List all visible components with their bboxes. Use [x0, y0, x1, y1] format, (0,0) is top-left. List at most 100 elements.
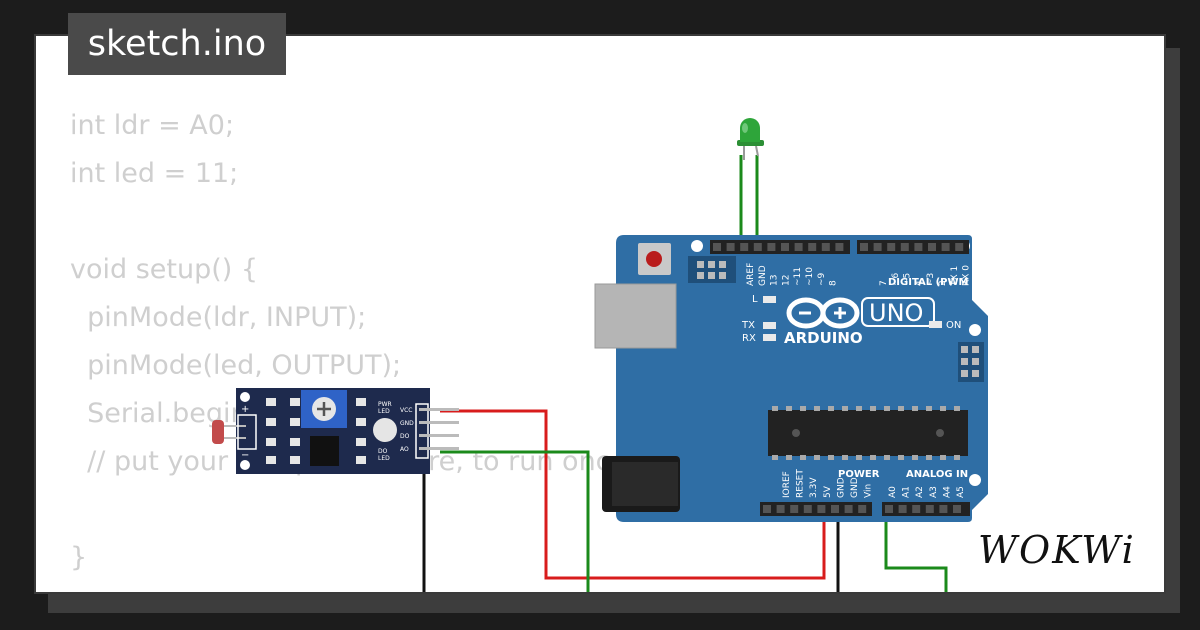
pin-label: RESET — [796, 469, 806, 498]
pin-label: 2 — [938, 280, 948, 286]
code-line: void setup() { — [70, 254, 259, 285]
header-pin — [900, 243, 909, 251]
header-pin — [928, 243, 936, 251]
pin-label: ~9 — [817, 272, 827, 286]
rx-led — [763, 334, 776, 341]
do-led-label-1: DO — [378, 448, 388, 455]
minus-label: − — [241, 450, 249, 461]
l-label: L — [752, 294, 758, 305]
icsp-pin — [697, 261, 704, 268]
header-pin — [941, 243, 950, 251]
code-line: } — [70, 542, 88, 573]
sensor-pin — [419, 421, 459, 424]
tx-led — [763, 322, 776, 329]
header-pin — [914, 243, 923, 251]
header-pin — [831, 505, 839, 513]
sensor-pin-label: VCC — [400, 407, 412, 414]
pwr-led-label-1: PWR — [378, 401, 392, 408]
smd-component — [290, 438, 300, 446]
sensor-pin-label: DO — [400, 433, 410, 440]
arduino-brand: ARDUINO — [784, 329, 863, 347]
pin-label: 5V — [823, 485, 833, 498]
smd-component — [356, 438, 366, 446]
uno-badge — [861, 297, 935, 327]
rx-label: RX — [742, 333, 756, 344]
smd-component — [356, 456, 366, 464]
wire-vcc-5v[interactable] — [440, 409, 826, 580]
arduino-infinity-logo — [786, 297, 860, 329]
power-label: POWER — [838, 469, 880, 480]
header-pin — [713, 243, 721, 251]
icsp-header-right — [958, 342, 984, 382]
smd-component — [266, 438, 276, 446]
code-line: int ldr = A0; — [70, 110, 235, 141]
sensor-led — [373, 418, 397, 442]
icsp-pin — [719, 261, 726, 268]
icsp-header-top — [688, 256, 736, 283]
pin-label: AREF — [746, 263, 756, 286]
potentiometer[interactable] — [301, 390, 347, 428]
pin-label: 4 — [914, 280, 924, 286]
header-pin — [808, 243, 817, 251]
mount-hole — [240, 392, 250, 402]
smd-component — [266, 418, 276, 426]
uno-label: UNO — [869, 299, 923, 327]
header-pin — [925, 505, 934, 513]
pin-label: A2 — [915, 486, 925, 498]
pin-label: ~6 — [891, 272, 901, 286]
icsp-pin — [972, 358, 979, 365]
smd-component — [266, 456, 276, 464]
sketch-title: sketch.ino — [68, 13, 286, 75]
sensor-pin — [419, 447, 459, 450]
header-pin — [844, 505, 853, 513]
pin-label: A5 — [956, 486, 966, 498]
sensor-pin — [419, 434, 459, 437]
pin-label: ~11 — [793, 267, 803, 286]
header-pin — [726, 243, 735, 251]
pin-label: 13 — [770, 275, 780, 286]
on-label: ON — [946, 320, 961, 331]
sensor-pin — [419, 408, 459, 411]
code-line: pinMode(led, OUTPUT); — [70, 350, 402, 381]
icsp-pin — [972, 346, 979, 353]
wire-ao-a0[interactable] — [440, 450, 590, 600]
pin-label: GND — [850, 477, 860, 498]
icsp-pin — [708, 261, 715, 268]
smd-component — [290, 398, 300, 406]
pin-label: TX 1 — [950, 266, 960, 287]
mount-hole — [969, 324, 981, 336]
photoresistor — [212, 420, 246, 444]
do-led-label-2: LED — [378, 455, 390, 462]
pin-label: GND — [758, 265, 768, 286]
header-pin — [753, 243, 762, 251]
pin-label: IOREF — [782, 471, 792, 498]
header-pin — [955, 243, 964, 251]
smd-component — [356, 398, 366, 406]
sensor-pin-header — [415, 403, 429, 459]
pin-label: A4 — [942, 486, 952, 498]
pin-label: ~5 — [903, 273, 913, 286]
wokwi-logo: WOKWi — [978, 528, 1136, 572]
pin-label: 3.3V — [809, 477, 819, 498]
power-header — [760, 502, 872, 516]
pin-label: A3 — [929, 486, 939, 498]
code-line: int led = 11; — [70, 158, 239, 189]
analog-label: ANALOG IN — [906, 469, 968, 480]
digital-header-right — [857, 240, 969, 254]
green-led[interactable] — [737, 118, 764, 160]
pin-label: RX 0 — [962, 265, 972, 286]
header-pin — [887, 243, 896, 251]
mount-hole — [691, 240, 703, 252]
pin-label: 8 — [829, 280, 839, 286]
icsp-pin — [961, 370, 968, 377]
header-pin — [794, 243, 803, 251]
reset-button[interactable] — [638, 243, 671, 275]
mount-hole — [240, 460, 250, 470]
comparator-chip — [310, 436, 339, 466]
wire-a0-down[interactable] — [884, 508, 948, 600]
pwr-led-label-2: LED — [378, 408, 390, 415]
pin-label: ~3 — [926, 273, 936, 286]
